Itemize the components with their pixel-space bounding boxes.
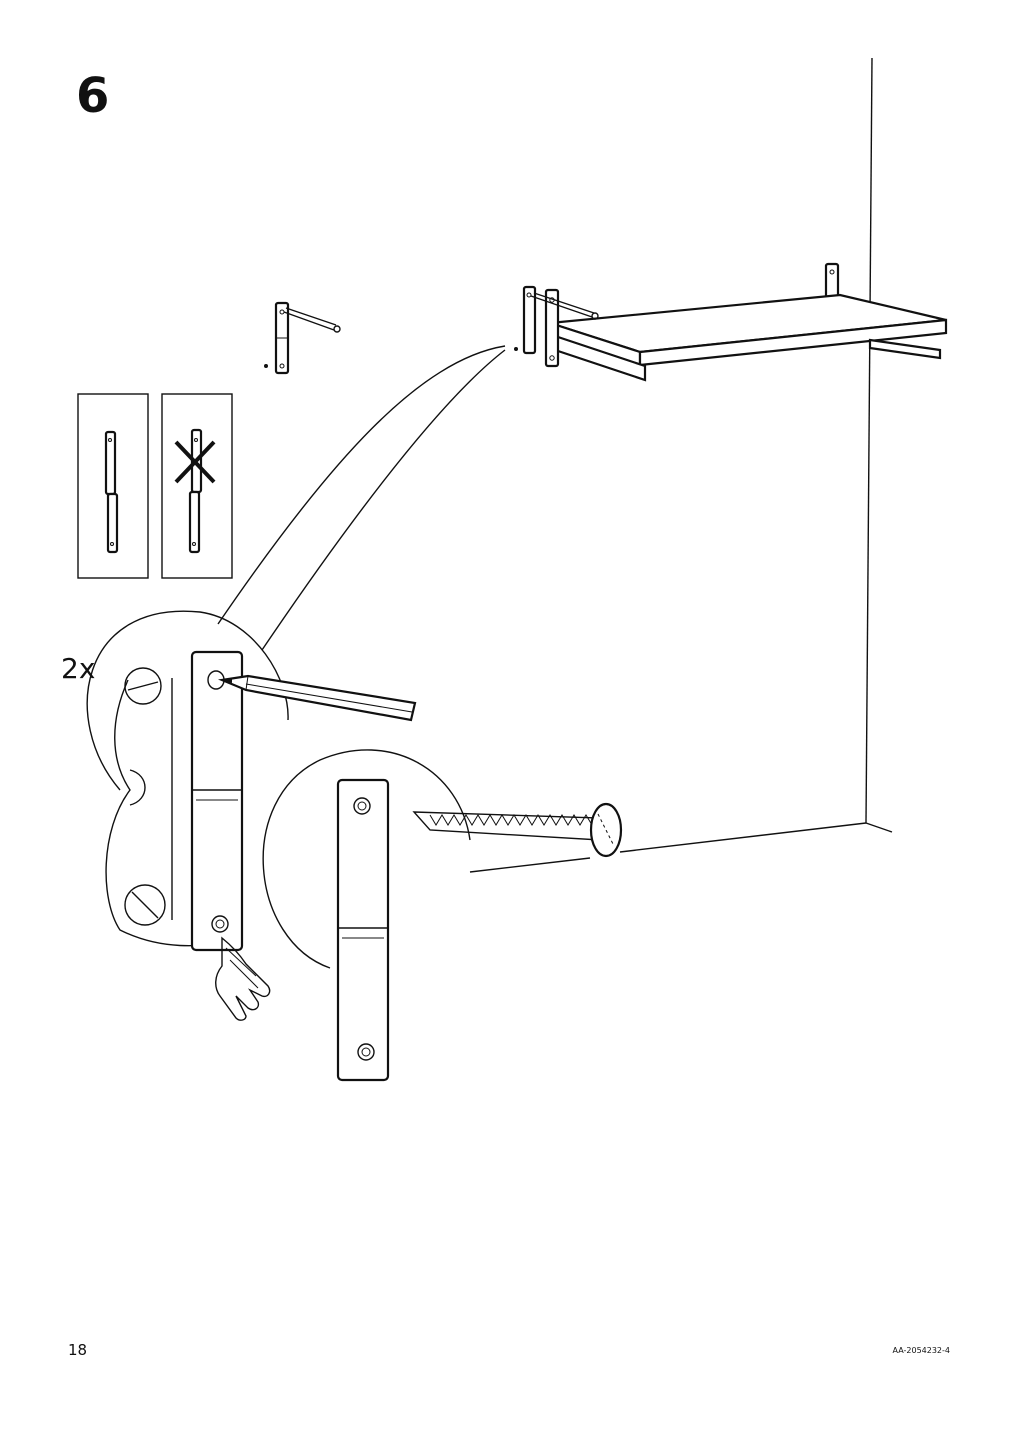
incorrect-orientation-box <box>161 393 233 579</box>
correct-orientation-box <box>77 393 149 579</box>
document-code: AA-2054232-4 <box>892 1346 950 1355</box>
hand-pointer <box>215 936 271 1021</box>
step-number: 6 <box>76 68 110 124</box>
shelf-assembly <box>514 262 948 382</box>
pencil-marking-detail <box>86 610 289 952</box>
wall-lines <box>469 57 893 873</box>
screw-detail <box>262 749 623 1082</box>
small-bracket-hint <box>264 301 341 375</box>
page-number: 18 <box>68 1341 88 1359</box>
pencil <box>217 674 417 722</box>
callout-lines <box>217 345 506 651</box>
